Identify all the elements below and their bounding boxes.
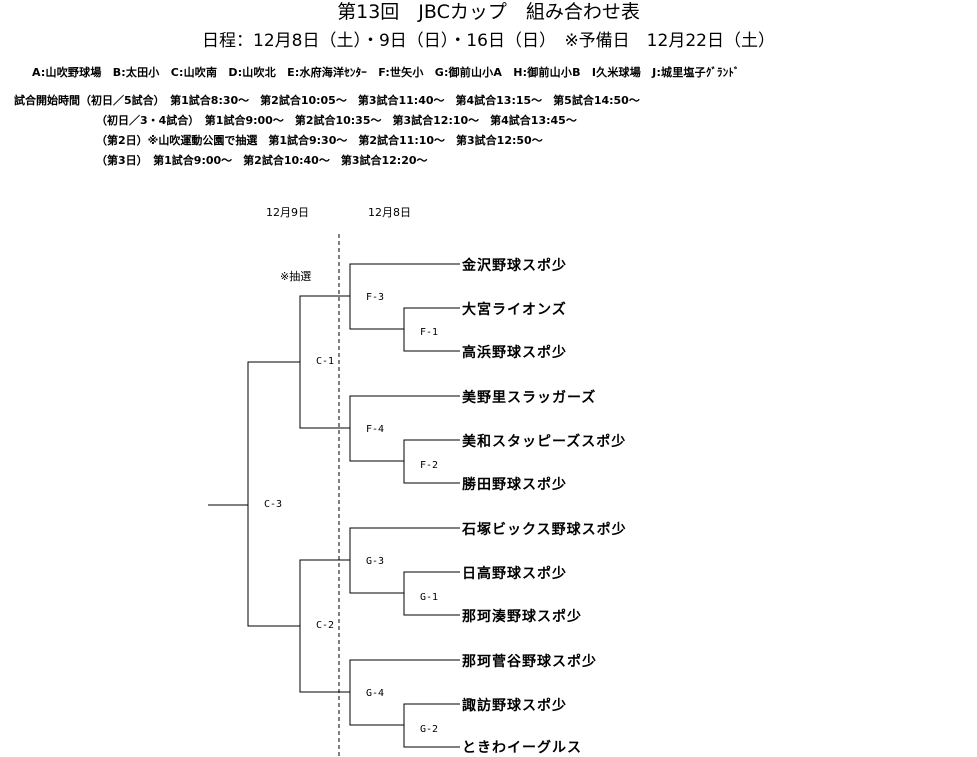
start-times-day3: （第3日） 第1試合9:00～ 第2試合10:40～ 第3試合12:20～ xyxy=(96,154,428,167)
match-code-G3: G-3 xyxy=(366,556,385,567)
team-name: 金沢野球スポ少 xyxy=(462,258,567,274)
team-name: 美野里スラッガーズ xyxy=(462,390,597,406)
match-code-G1: G-1 xyxy=(420,592,439,603)
team-name: 石塚ビックス野球スポ少 xyxy=(462,522,627,538)
match-code-F4: F-4 xyxy=(366,424,385,435)
team-name: 那珂湊野球スポ少 xyxy=(462,609,582,625)
match-code-G4: G-4 xyxy=(366,688,385,699)
round-header-day2: 12月9日 xyxy=(266,206,309,219)
match-code-C3: C-3 xyxy=(264,499,283,510)
start-times-day1-34games: （初日／3・4試合） 第1試合9:00～ 第2試合10:35～ 第3試合12:1… xyxy=(96,114,577,127)
lottery-note: ※抽選 xyxy=(280,270,312,283)
bracket-line-C3 xyxy=(247,361,300,627)
team-name: 那珂菅谷野球スポ少 xyxy=(462,654,597,670)
start-times-day2: （第2日）※山吹運動公園で抽選 第1試合9:30～ 第2試合11:10～ 第3試… xyxy=(96,134,543,147)
match-code-C1: C-1 xyxy=(316,356,335,367)
team-name: 日高野球スポ少 xyxy=(462,566,567,582)
team-name: 高浜野球スポ少 xyxy=(462,345,567,361)
match-code-F1: F-1 xyxy=(420,327,439,338)
match-code-C2: C-2 xyxy=(316,620,335,631)
schedule-dates: 日程：12月8日（土）・9日（日）・16日（日） ※予備日 12月22日（土） xyxy=(202,31,775,51)
team-name: 美和スタッピーズスポ少 xyxy=(462,434,627,450)
team-name: 諏訪野球スポ少 xyxy=(462,698,567,714)
round-header-day1: 12月8日 xyxy=(368,206,411,219)
team-name: 大宮ライオンズ xyxy=(462,302,567,318)
venue-list: A:山吹野球場 B:太田小 C:山吹南 D:山吹北 E:水府海洋ｾﾝﾀｰ F:世… xyxy=(32,66,740,79)
start-times-day1-5games: 試合開始時間（初日／5試合） 第1試合8:30～ 第2試合10:05～ 第3試合… xyxy=(14,94,640,107)
match-code-F2: F-2 xyxy=(420,460,439,471)
page-title: 第13回 JBCカップ 組み合わせ表 xyxy=(337,1,640,23)
team-name: 勝田野球スポ少 xyxy=(462,477,567,493)
match-code-G2: G-2 xyxy=(420,724,439,735)
team-name: ときわイーグルス xyxy=(462,740,582,756)
match-code-F3: F-3 xyxy=(366,292,385,303)
